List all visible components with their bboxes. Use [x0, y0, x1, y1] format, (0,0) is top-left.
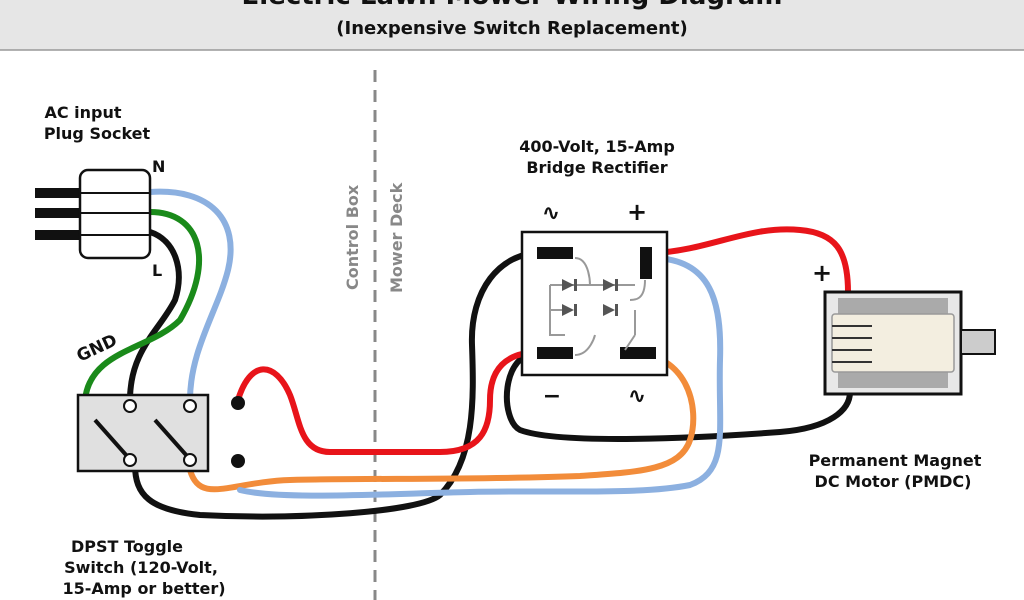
switch-contacts [123, 399, 197, 467]
rectifier-minus-symbol: − [543, 384, 561, 409]
plug-prong-middle [35, 208, 85, 218]
rectifier-ac-bottom-symbol: ∿ [628, 384, 646, 409]
motor-label-line1: Permanent Magnet [809, 451, 982, 470]
wire-blue-positive-to-switch [237, 255, 724, 499]
plug-prong-top [35, 188, 85, 198]
motor-plus-symbol: + [812, 259, 832, 287]
motor-armature [831, 313, 955, 373]
motor-shaft [960, 329, 996, 355]
wire-red-rectifier-to-switch [235, 349, 543, 455]
wire-blue-live [147, 188, 234, 403]
wire-orange-ac-to-switch [187, 348, 697, 493]
switch-label-line3: 15-Amp or better) [62, 579, 225, 598]
switch-lever-right [153, 418, 189, 458]
wire-black-rectifier-neg-to-motor [503, 349, 853, 442]
wire-green-ground [82, 209, 203, 403]
rectifier-ac-top-symbol: ∿ [542, 201, 560, 226]
switch-lever-left [93, 418, 129, 458]
rectifier-terminal-positive [640, 247, 652, 279]
rectifier-label-line2: Bridge Rectifier [526, 158, 667, 177]
plug-label-n: N [152, 157, 165, 176]
header-band [0, 0, 1024, 50]
diagram-title: Electric Lawn Mower Wiring Diagram [242, 0, 783, 11]
rectifier-label-line1: 400-Volt, 15-Amp [519, 137, 675, 156]
switch-label-line2: Switch (120-Volt, [64, 558, 218, 577]
switch-output-terminal-bottom [231, 454, 245, 468]
switch-label-line1: DPST Toggle [71, 537, 183, 556]
plug-label-l: L [152, 261, 162, 280]
rectifier-terminal-ac-bottom [620, 347, 656, 359]
divider-label-mower-deck: Mower Deck [387, 182, 406, 293]
plug-label-line2: Plug Socket [44, 124, 151, 143]
plug-label-line1: AC input [44, 103, 121, 122]
switch-output-terminal-top [231, 396, 245, 410]
rectifier-terminal-ac-top [537, 247, 573, 259]
divider-label-control-box: Control Box [343, 184, 362, 290]
motor-housing-top [838, 298, 948, 314]
motor-housing-bottom [838, 372, 948, 388]
wire-red-positive-to-motor [652, 226, 851, 295]
rectifier-plus-symbol: + [627, 198, 647, 226]
rectifier-diodes [562, 279, 618, 316]
diagram-subtitle: (Inexpensive Switch Replacement) [336, 18, 687, 39]
rectifier-terminal-negative [537, 347, 573, 359]
motor-label-line2: DC Motor (PMDC) [815, 472, 972, 491]
wire-black-neutral-to-switch [127, 229, 182, 403]
plug-prong-bottom [35, 230, 85, 240]
motor-commutator-lines [832, 325, 872, 363]
